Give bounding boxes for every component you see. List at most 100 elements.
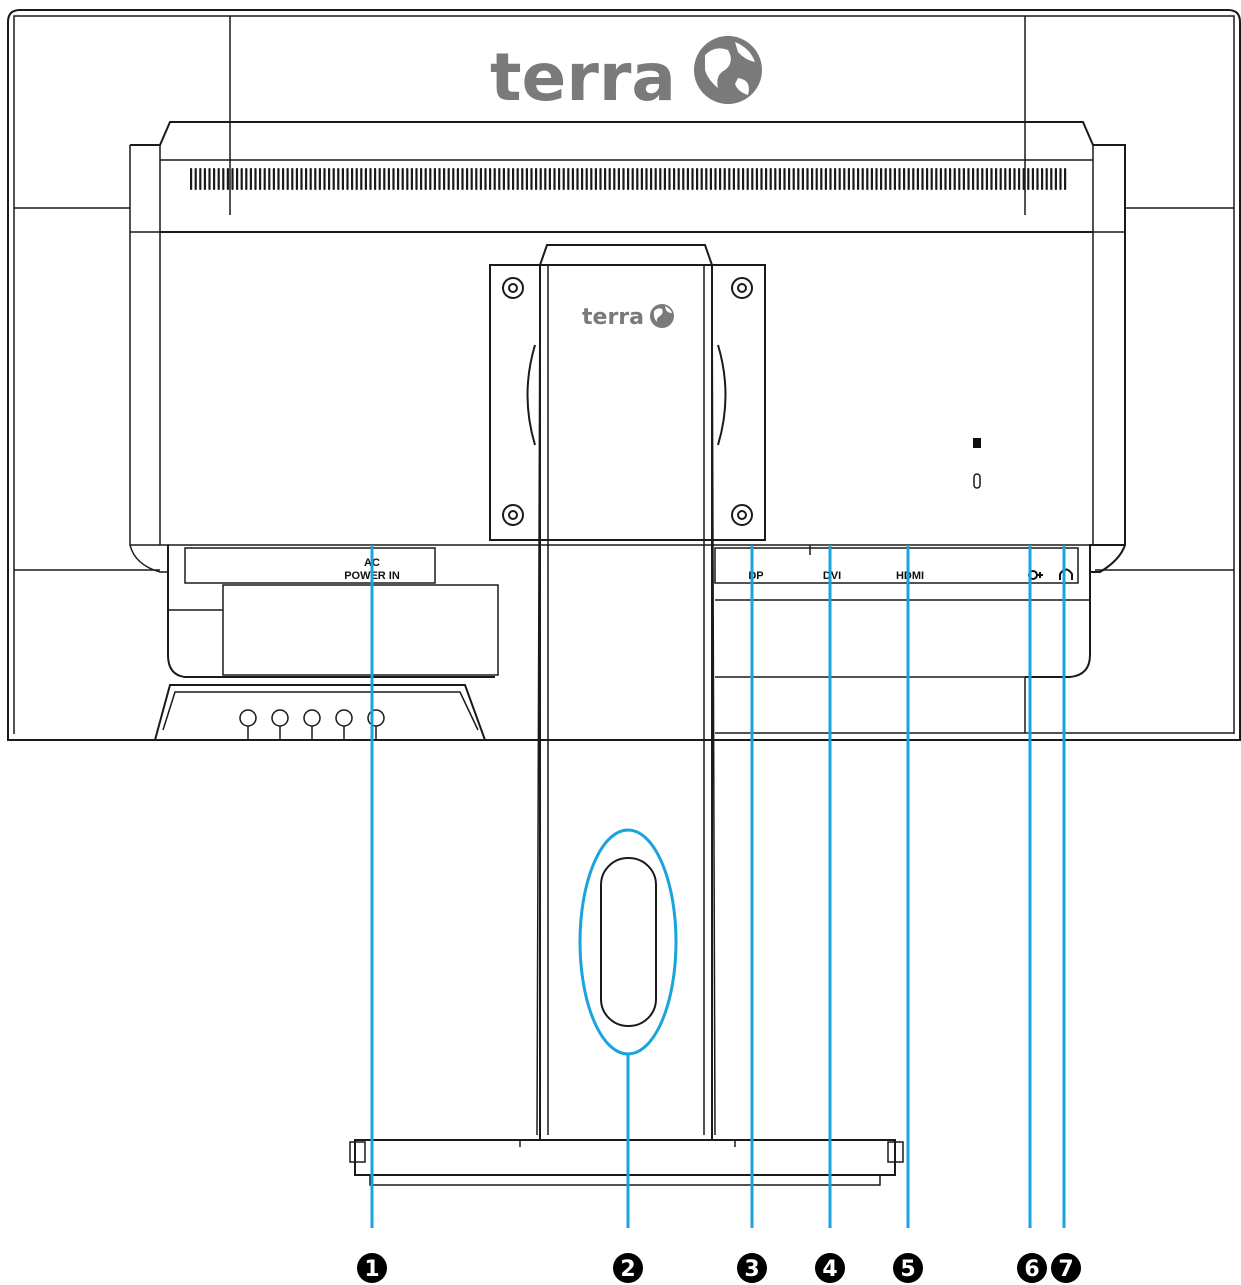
vent-slot — [585, 168, 588, 190]
vent-slot — [539, 168, 542, 190]
dvi-port-label: DVI — [823, 570, 841, 582]
vent-slot — [544, 168, 547, 190]
vent-slot — [410, 168, 413, 190]
vent-slot — [949, 168, 952, 190]
vent-slot — [590, 168, 593, 190]
vent-slot — [732, 168, 735, 190]
vent-slot — [295, 168, 298, 190]
vent-slot — [254, 168, 257, 190]
vent-slot — [498, 168, 501, 190]
vent-slot — [415, 168, 418, 190]
vent-slot — [912, 168, 915, 190]
vesa-screw — [731, 277, 753, 299]
vent-slot — [636, 168, 639, 190]
vent-slot — [838, 168, 841, 190]
stand-base — [349, 1139, 904, 1186]
vent-slot — [406, 168, 409, 190]
vent-slot — [857, 168, 860, 190]
vent-slot — [581, 168, 584, 190]
vent-slot — [650, 168, 653, 190]
vent-slot — [1054, 168, 1057, 190]
callout-number-5: 5 — [893, 1253, 923, 1283]
vent-slot — [774, 168, 777, 190]
callout-lines — [370, 545, 1066, 1228]
vent-slot — [880, 168, 883, 190]
vent-slot — [383, 168, 386, 190]
vent-slot — [1050, 168, 1053, 190]
vent-slot — [194, 168, 197, 190]
vent-slot — [769, 168, 772, 190]
callout-number-4: 4 — [815, 1253, 845, 1283]
ventilation-grille — [190, 168, 1067, 190]
vesa-screw — [731, 504, 753, 526]
vent-slot — [944, 168, 947, 190]
vent-slot — [341, 168, 344, 190]
vent-slot — [484, 168, 487, 190]
vent-slot — [691, 168, 694, 190]
vent-slot — [433, 168, 436, 190]
port-labels: AC POWER IN DP DVI HDMI — [344, 557, 1073, 582]
vent-slot — [263, 168, 266, 190]
svg-text:6: 6 — [1024, 1257, 1039, 1282]
vent-slot — [981, 168, 984, 190]
vent-slot — [332, 168, 335, 190]
vent-slot — [916, 168, 919, 190]
vent-slot — [525, 168, 528, 190]
callout-number-2: 2 — [613, 1253, 643, 1283]
vent-slot — [677, 168, 680, 190]
vent-slot — [811, 168, 814, 190]
vent-slot — [507, 168, 510, 190]
vent-slot — [953, 168, 956, 190]
vent-slot — [217, 168, 220, 190]
vent-slot — [815, 168, 818, 190]
stand-neck — [536, 244, 716, 1140]
vent-slot — [245, 168, 248, 190]
vent-slot — [282, 168, 285, 190]
vent-slot — [300, 168, 303, 190]
vent-slot — [576, 168, 579, 190]
vent-slot — [516, 168, 519, 190]
vent-slot — [834, 168, 837, 190]
vent-slot — [613, 168, 616, 190]
vent-slot — [493, 168, 496, 190]
vent-slot — [337, 168, 340, 190]
vent-slot — [401, 168, 404, 190]
vent-slot — [438, 168, 441, 190]
vent-slot — [861, 168, 864, 190]
svg-text:1: 1 — [364, 1257, 379, 1282]
vent-slot — [778, 168, 781, 190]
vent-slot — [259, 168, 262, 190]
vent-slot — [783, 168, 786, 190]
vent-slot — [958, 168, 961, 190]
svg-text:terra: terra — [490, 39, 676, 116]
vent-slot — [571, 168, 574, 190]
vent-slot — [392, 168, 395, 190]
vent-slot — [291, 168, 294, 190]
vent-slot — [599, 168, 602, 190]
vent-slot — [972, 168, 975, 190]
vent-slot — [369, 168, 372, 190]
vesa-screw — [502, 504, 524, 526]
svg-text:2: 2 — [620, 1257, 635, 1282]
vent-slot — [309, 168, 312, 190]
vent-slot — [231, 168, 234, 190]
vent-slot — [208, 168, 211, 190]
vent-slot — [709, 168, 712, 190]
vent-slot — [889, 168, 892, 190]
vent-slot — [1022, 168, 1025, 190]
vent-slot — [604, 168, 607, 190]
vent-slot — [737, 168, 740, 190]
vent-slot — [751, 168, 754, 190]
vent-slot — [512, 168, 515, 190]
vent-slot — [594, 168, 597, 190]
vent-slot — [314, 168, 317, 190]
vent-slot — [617, 168, 620, 190]
vent-slot — [346, 168, 349, 190]
vent-slot — [663, 168, 666, 190]
vent-slot — [939, 168, 942, 190]
vent-slot — [429, 168, 432, 190]
vent-slot — [1045, 168, 1048, 190]
vent-slot — [360, 168, 363, 190]
vent-slot — [792, 168, 795, 190]
